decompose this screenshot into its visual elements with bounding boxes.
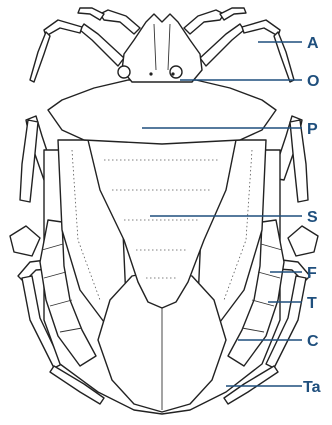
- label-pronotum: P: [307, 121, 318, 138]
- label-ocellus: O: [307, 73, 319, 90]
- leg-front-right: [200, 20, 294, 82]
- eye-right: [170, 66, 182, 78]
- pronotum: [48, 80, 276, 144]
- label-femur: F: [307, 265, 317, 282]
- label-tibia: T: [307, 295, 317, 312]
- label-scutellum: S: [307, 209, 318, 226]
- label-antenna: A: [307, 35, 319, 52]
- eye-left: [118, 66, 130, 78]
- leg-front-left: [30, 20, 124, 82]
- label-connexivum: C: [307, 333, 319, 350]
- label-tarsus: Ta: [303, 379, 321, 396]
